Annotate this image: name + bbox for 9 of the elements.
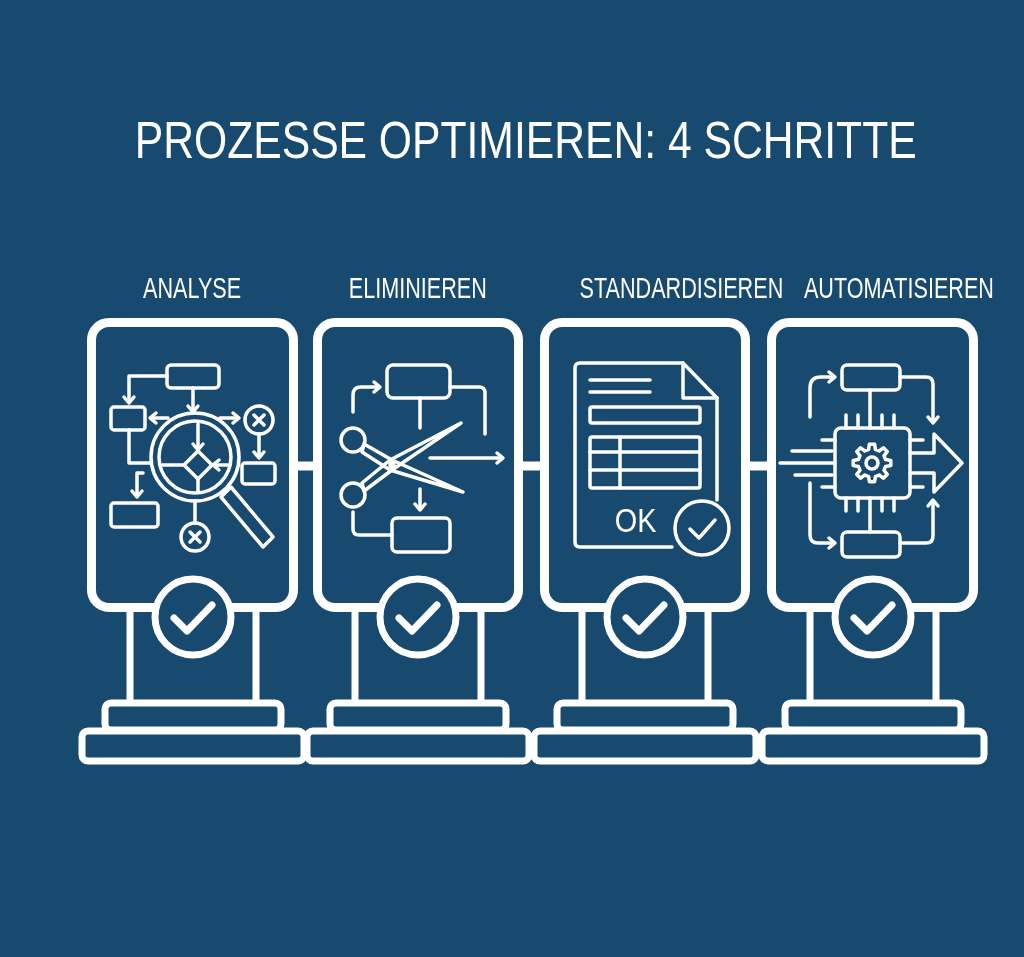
ok-label: OK: [615, 501, 657, 539]
connector-line: [750, 461, 767, 471]
step-heading: STANDARDISIEREN: [579, 270, 784, 306]
step-heading: ANALYSE: [143, 270, 242, 306]
connector-line: [523, 461, 540, 471]
step-heading: ELIMINIEREN: [349, 270, 487, 306]
step-heading: AUTOMATISIEREN: [803, 270, 994, 306]
diagram-title: PROZESSE OPTIMIEREN: 4 SCHRITTE: [135, 110, 917, 170]
connector-line: [298, 461, 313, 471]
